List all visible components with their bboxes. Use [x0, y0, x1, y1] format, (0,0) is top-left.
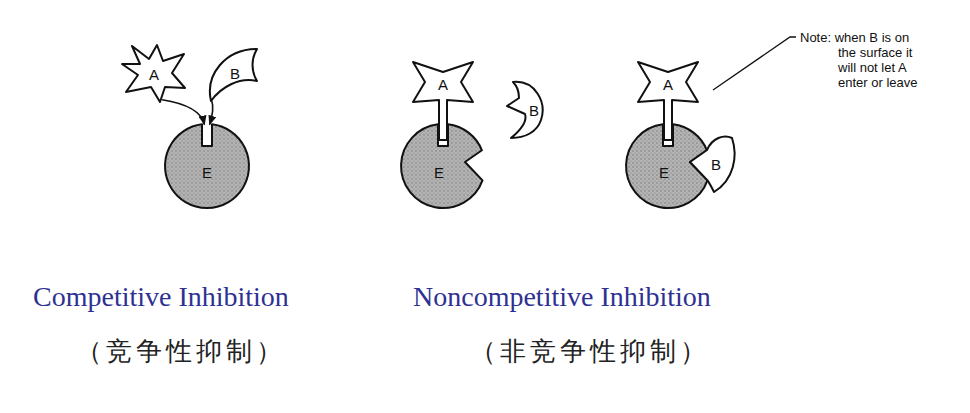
node-letter: A: [438, 77, 448, 92]
note-text-box: Note: when B is on the surface it will n…: [800, 30, 920, 90]
node-letter: B: [230, 66, 240, 81]
substrate-shape-outline: [636, 60, 700, 140]
leader-line: [713, 37, 796, 90]
substrate-shape-outline: [411, 60, 475, 140]
inhibitor-shape-outline: [497, 78, 547, 140]
enzyme-circle: E: [163, 122, 251, 210]
caption-text-box: （非竞争性抑制）: [470, 336, 710, 367]
caption-text-box: Competitive Inhibition: [33, 280, 289, 314]
node-letter: B: [529, 103, 539, 118]
node-letter: A: [663, 77, 673, 92]
substrate-shape: A: [118, 42, 188, 104]
node-letter: E: [202, 165, 212, 180]
binding-arrow: [210, 101, 213, 125]
caption-text: （非竞争性抑制）: [470, 336, 710, 367]
node-letter: E: [659, 165, 669, 180]
caption-text: Noncompetitive Inhibition: [413, 280, 711, 314]
substrate-shape: A: [636, 60, 700, 140]
node-letter: E: [434, 165, 444, 180]
caption-text: Competitive Inhibition: [33, 280, 289, 314]
note-text: Note: when B is on the surface it will n…: [800, 30, 920, 90]
inhibitor-shape: B: [688, 132, 736, 194]
node-letter: B: [711, 157, 721, 172]
caption-text-box: （竞争性抑制）: [76, 336, 286, 367]
inhibitor-shape: B: [497, 78, 547, 140]
inhibitor-shape: B: [205, 45, 261, 105]
node-letter: A: [149, 67, 159, 82]
binding-arrow: [162, 100, 204, 125]
caption-text: （竞争性抑制）: [76, 336, 286, 367]
enzyme-circle: E: [399, 122, 487, 210]
caption-text-box: Noncompetitive Inhibition: [413, 280, 711, 314]
substrate-shape: A: [411, 60, 475, 140]
